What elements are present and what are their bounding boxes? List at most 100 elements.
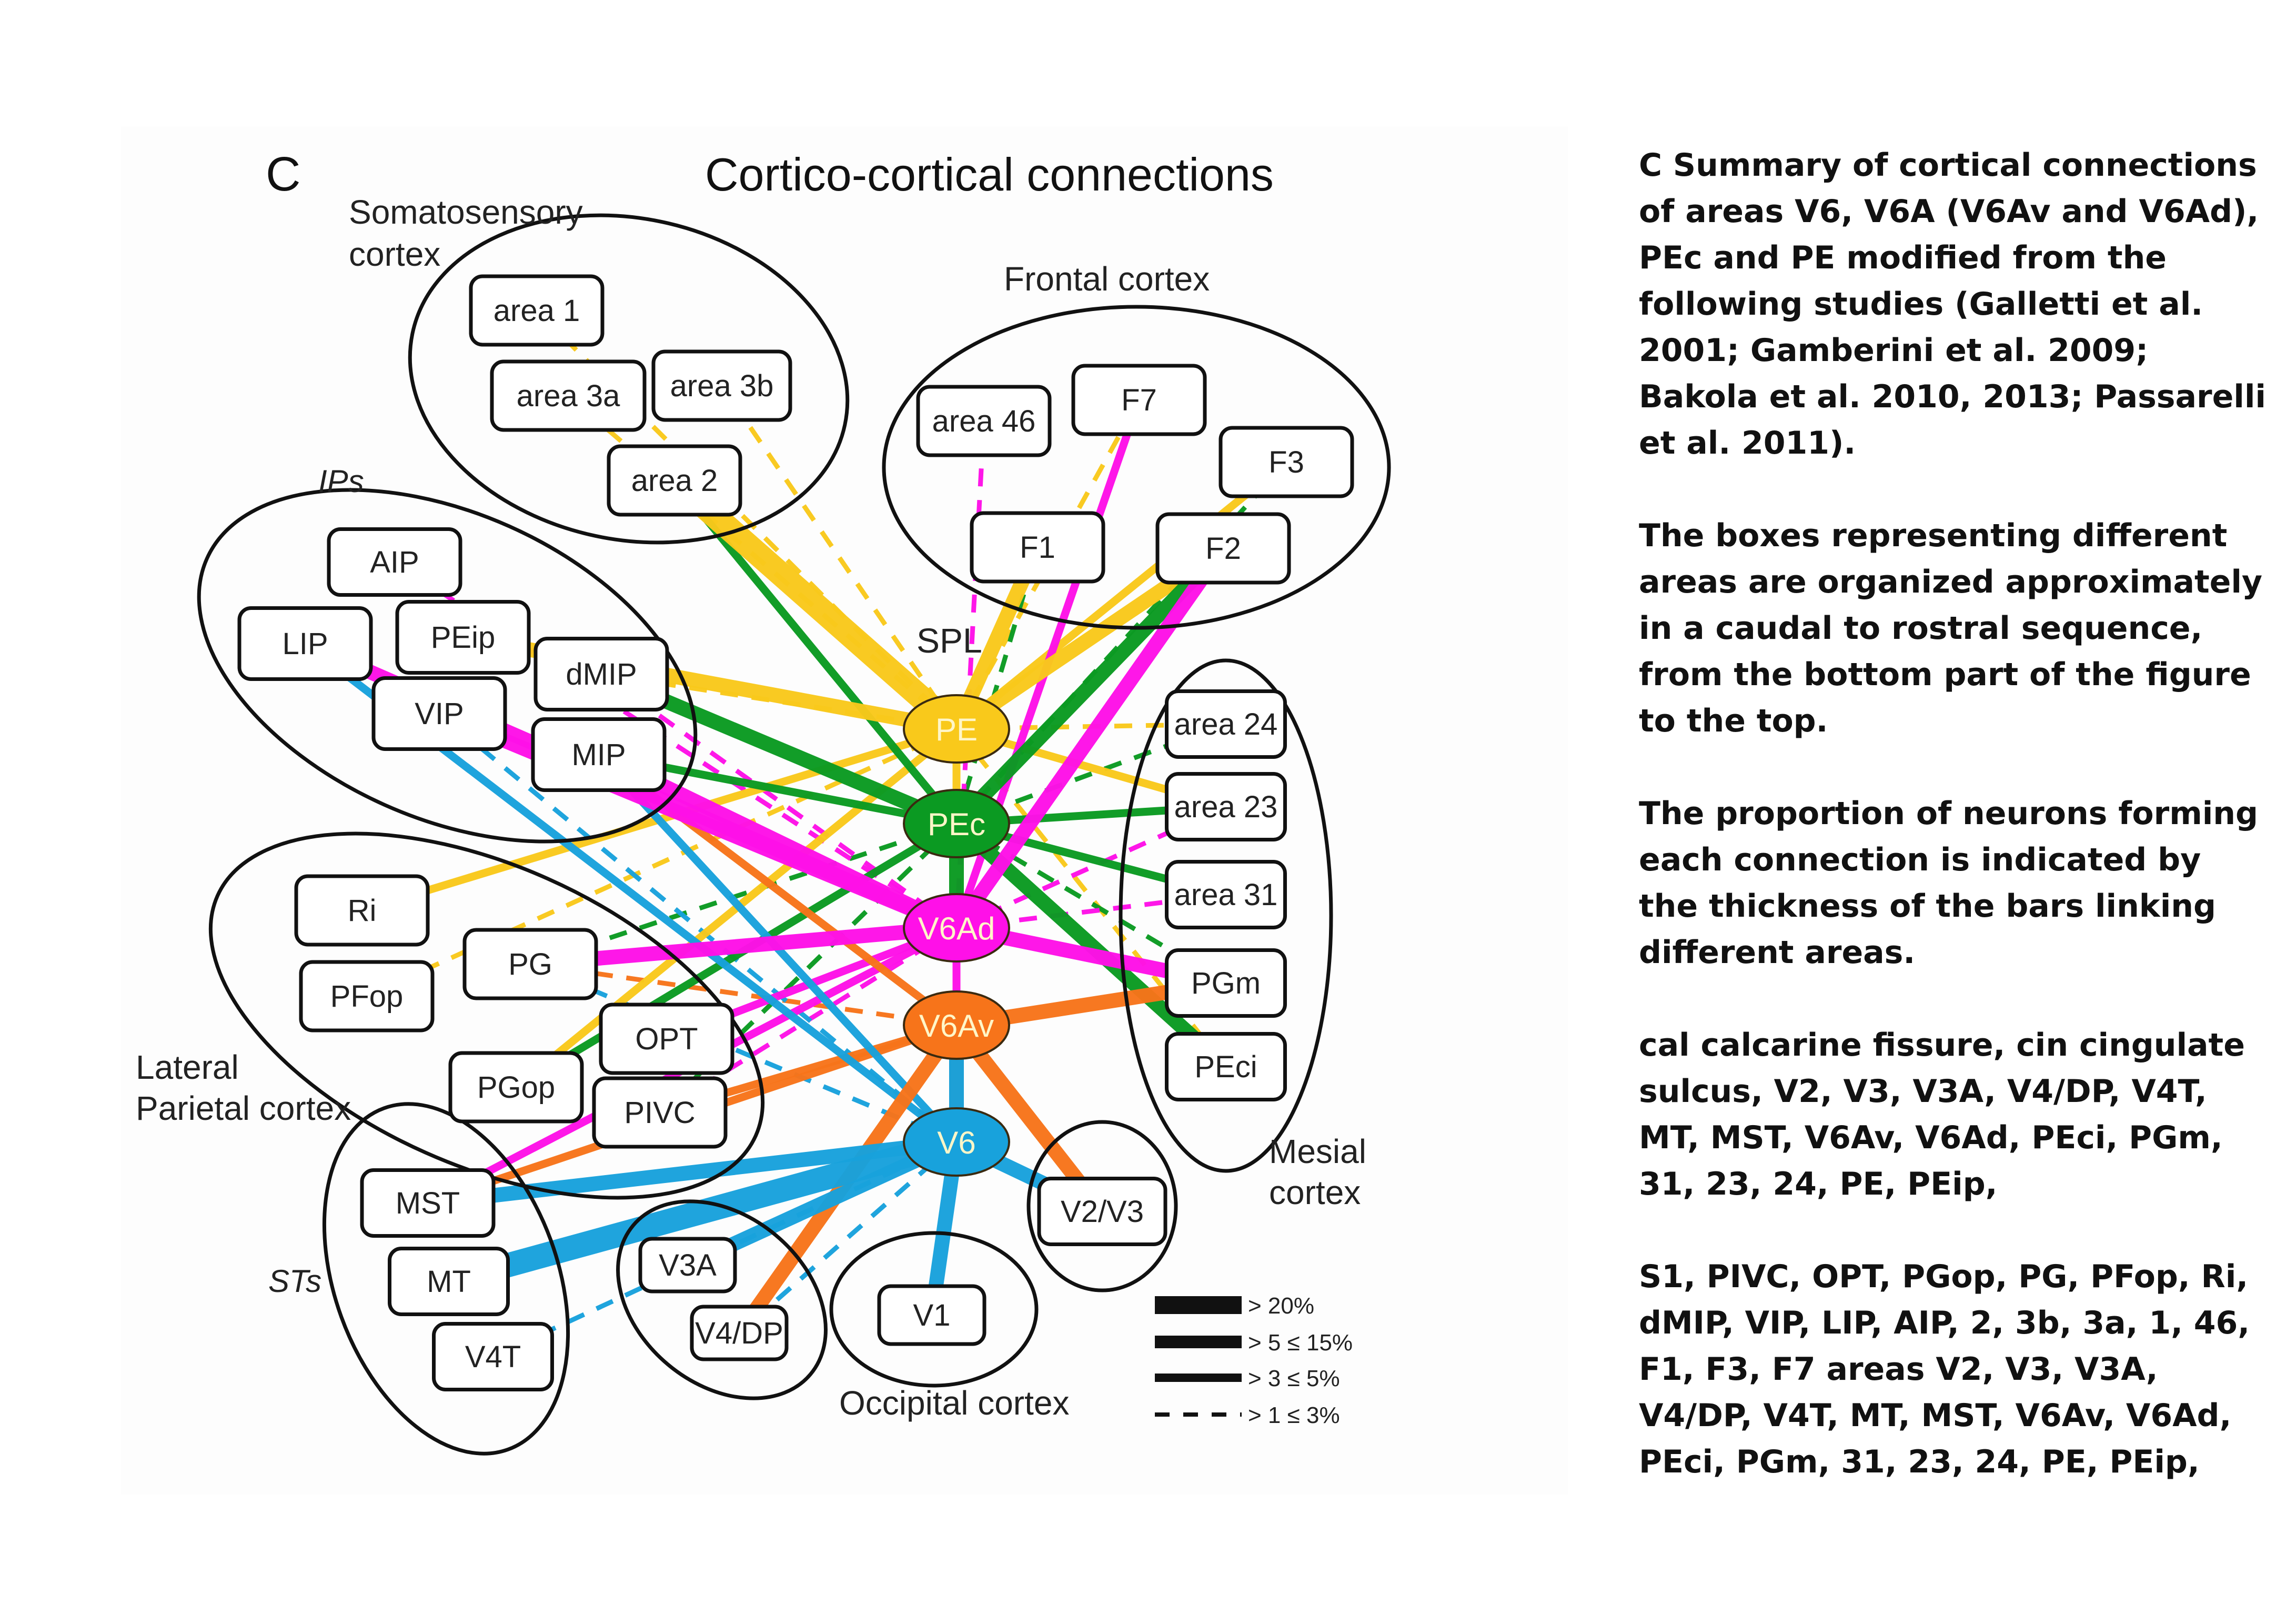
group-ellipse-ips — [197, 488, 698, 844]
area-box-area3b: area 3b — [651, 349, 792, 422]
hub-ellipse — [903, 1107, 1010, 1177]
area-label: area 2 — [631, 464, 718, 498]
connection-V6-V4DP — [738, 1140, 958, 1335]
area-box-frame — [448, 1051, 584, 1124]
area-box-frame — [1165, 772, 1287, 841]
area-box-MST: MST — [360, 1168, 496, 1238]
area-box-frame — [490, 359, 647, 432]
area-box-F2: F2 — [1155, 512, 1291, 585]
connection-V6-VIP — [438, 711, 958, 1144]
area-box-MT: MT — [388, 1247, 510, 1316]
area-label: PG — [508, 947, 552, 981]
group-ellipse-lateral — [208, 831, 765, 1200]
group-ellipse-frontal — [882, 305, 1391, 630]
area-box-PEci: PEci — [1165, 1032, 1287, 1101]
connection-V6-MT — [445, 1130, 960, 1294]
area-box-V3A: V3A — [638, 1237, 737, 1294]
legend-label: > 20% — [1248, 1293, 1314, 1319]
area-box-frame — [970, 511, 1105, 584]
area-label: PIVC — [624, 1096, 695, 1130]
group-label-spl: SPL — [917, 621, 982, 660]
area-label: V2/V3 — [1061, 1195, 1144, 1229]
area-box-Ri: Ri — [294, 874, 430, 947]
connection-V6Ad-PG — [529, 920, 958, 971]
area-box-frame — [1219, 426, 1354, 498]
area-label: OPT — [635, 1022, 698, 1056]
area-label: F7 — [1121, 383, 1157, 417]
area-box-F1: F1 — [970, 511, 1105, 584]
area-box-frame — [599, 1003, 734, 1075]
area-box-frame — [916, 385, 1052, 457]
area-label: area 24 — [1174, 707, 1278, 741]
hub-label: PE — [935, 712, 978, 747]
caption-paragraph-summary: C Summary of cortical connections of are… — [1639, 147, 2266, 462]
thickness-legend: > 20%> 5 ≤ 15%> 3 ≤ 5%> 1 ≤ 3% — [1155, 1293, 1353, 1428]
group-label-somatosensory-line2: cortex — [349, 235, 440, 273]
legend-item: > 5 ≤ 15% — [1155, 1330, 1353, 1356]
area-label: PGm — [1191, 966, 1261, 1000]
area-label: F2 — [1205, 532, 1241, 566]
figure-background — [121, 126, 1568, 1495]
panel-label: C — [266, 147, 300, 201]
area-label: F1 — [1020, 530, 1055, 565]
hub-label: PEc — [928, 807, 985, 842]
group-ellipse-mesial — [1119, 658, 1333, 1173]
caption: C Summary of cortical connections of are… — [1639, 142, 2270, 1531]
area-box-frame — [294, 874, 430, 947]
area-box-F7: F7 — [1071, 364, 1207, 436]
area-box-PGm: PGm — [1165, 948, 1287, 1018]
area-box-frame — [607, 444, 742, 517]
area-box-V1: V1 — [877, 1284, 986, 1346]
area-box-frame — [877, 1284, 986, 1346]
area-label: area 3a — [517, 379, 620, 413]
area-box-PEip: PEip — [395, 600, 531, 675]
area-box-V4T: V4T — [432, 1322, 554, 1391]
hub-PE: PE — [903, 694, 1010, 764]
legend-item: > 1 ≤ 3% — [1155, 1402, 1340, 1428]
area-box-frame — [1155, 512, 1291, 585]
area-label: MT — [427, 1265, 471, 1299]
area-label: VIP — [415, 697, 464, 731]
area-box-MIP: MIP — [531, 717, 667, 792]
area-label: LIP — [282, 627, 328, 661]
area-box-PG: PG — [462, 928, 598, 1000]
area-label: area 1 — [494, 294, 580, 328]
area-box-area46: area 46 — [916, 385, 1052, 457]
area-label: V1 — [913, 1298, 951, 1332]
group-label-sts: STs — [268, 1264, 321, 1299]
area-box-PFop: PFop — [299, 960, 435, 1032]
group-ellipse-v2v3 — [1026, 1120, 1178, 1292]
area-box-frame — [1165, 1032, 1287, 1101]
connection-V6Ad-AIP — [393, 560, 958, 930]
hub-V6Ad: V6Ad — [903, 893, 1010, 963]
caption-paragraph-layout: The boxes representing different areas a… — [1639, 517, 2263, 739]
label-layer: C Cortico-cortical connections Somatosen… — [136, 147, 1366, 1422]
area-box-frame — [1037, 1177, 1167, 1246]
area-box-frame — [1165, 860, 1287, 929]
connection-V6Ad-dMIP — [600, 672, 958, 930]
hub-label: V6Av — [919, 1008, 994, 1044]
area-box-frame — [638, 1237, 737, 1294]
connection-PEc-F2 — [951, 543, 1229, 829]
hub-ellipse — [903, 893, 1010, 963]
group-ellipse-v3a — [616, 1199, 828, 1400]
group-ellipse-sts — [322, 1102, 570, 1456]
group-label-somatosensory-line1: Somatosensory — [349, 193, 583, 231]
group-ellipse-v1 — [829, 1231, 1039, 1388]
area-box-frame — [395, 600, 531, 675]
group-label-frontal: Frontal cortex — [1004, 260, 1210, 298]
hub-V6Av: V6Av — [903, 990, 1010, 1060]
legend-label: > 5 ≤ 15% — [1248, 1330, 1353, 1356]
area-label: PEip — [431, 620, 496, 655]
area-label: V3A — [659, 1248, 717, 1282]
hub-label: V6Ad — [918, 911, 995, 946]
connection-V6Ad-F2 — [950, 544, 1230, 933]
area-box-AIP: AIP — [327, 527, 462, 597]
area-box-OPT: OPT — [599, 1003, 734, 1075]
area-box-area23: area 23 — [1165, 772, 1287, 841]
legend-label: > 1 ≤ 3% — [1248, 1402, 1340, 1428]
connection-V6-MST — [427, 1135, 958, 1210]
